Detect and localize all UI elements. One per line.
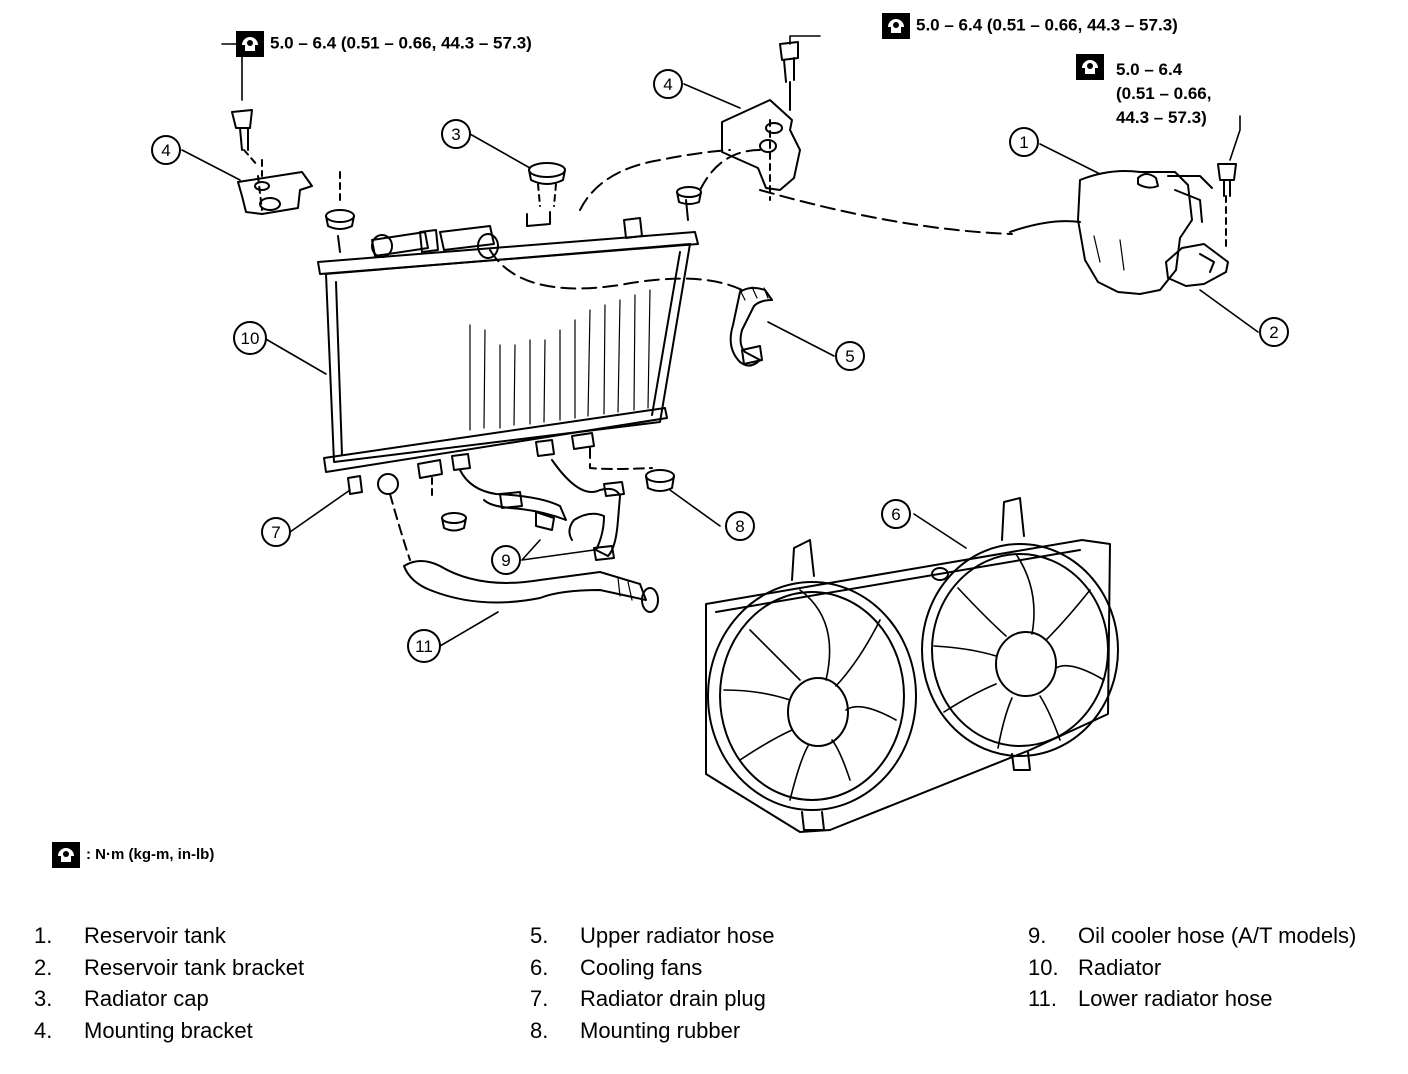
legend-label: Oil cooler hose (A/T models) bbox=[1078, 923, 1357, 948]
callout-3: 3 bbox=[441, 119, 471, 149]
legend-item: 2. Reservoir tank bracket bbox=[34, 952, 304, 984]
legend-num: 1. bbox=[34, 923, 53, 948]
legend-label: Radiator bbox=[1078, 954, 1162, 980]
torque-wrench-icon bbox=[1076, 54, 1104, 80]
torque-spec-reservoir: 5.0 – 6.4 (0.51 – 0.66, 44.3 – 57.3) bbox=[1116, 58, 1211, 130]
legend-label: Cooling fans bbox=[580, 954, 703, 980]
torque-line-2: (0.51 – 0.66, bbox=[1116, 84, 1212, 103]
legend-column-2: 5. Upper radiator hose 6. Cooling fans 7. R… bbox=[530, 920, 774, 1046]
torque-wrench-icon bbox=[882, 13, 910, 39]
callout-8: 8 bbox=[725, 511, 755, 541]
callout-4-left: 4 bbox=[151, 135, 181, 165]
legend-item: 7. Radiator drain plug bbox=[530, 983, 774, 1015]
svg-text:11: 11 bbox=[415, 637, 433, 656]
lower-radiator-hose bbox=[389, 493, 659, 613]
svg-text:10: 10 bbox=[241, 329, 260, 348]
legend-num: 10. bbox=[1028, 954, 1059, 980]
svg-text:9: 9 bbox=[501, 551, 510, 570]
callout-2: 2 bbox=[1259, 317, 1289, 347]
legend-item: 4. Mounting bracket bbox=[34, 1015, 304, 1047]
callout-9: 9 bbox=[491, 545, 521, 575]
legend-item: 6. Cooling fans bbox=[530, 952, 774, 984]
legend-column-3: 9. Oil cooler hose (A/T models) 10. Radiat… bbox=[1028, 920, 1356, 1015]
callout-7: 7 bbox=[261, 517, 291, 547]
torque-wrench-icon bbox=[236, 31, 264, 57]
legend-label: Radiator cap bbox=[84, 986, 209, 1011]
svg-text:3: 3 bbox=[451, 125, 460, 144]
right-mounting-bracket bbox=[579, 41, 801, 211]
legend-item: 8. Mounting rubber bbox=[530, 1015, 774, 1047]
legend-label: Reservoir tank bracket bbox=[84, 954, 305, 980]
legend-label: Lower radiator hose bbox=[1078, 986, 1273, 1011]
radiator-cap bbox=[528, 162, 566, 207]
legend-label: Reservoir tank bbox=[84, 923, 226, 948]
svg-text:4: 4 bbox=[663, 75, 672, 94]
legend-label: Radiator drain plug bbox=[580, 986, 766, 1011]
svg-text:6: 6 bbox=[891, 505, 900, 524]
torque-line-3: 44.3 – 57.3) bbox=[1116, 108, 1207, 127]
torque-wrench-icon bbox=[52, 842, 80, 868]
units-key: : N·m (kg-m, in-lb) bbox=[52, 842, 214, 868]
torque-spec-reservoir-icon bbox=[1076, 54, 1110, 80]
legend-item: 5. Upper radiator hose bbox=[530, 920, 774, 952]
legend-num: 11. bbox=[1028, 986, 1057, 1011]
svg-text:1: 1 bbox=[1019, 133, 1028, 152]
radiator-body bbox=[317, 199, 699, 495]
reservoir-tank bbox=[759, 170, 1213, 295]
torque-spec-left-bracket: 5.0 – 6.4 (0.51 – 0.66, 44.3 – 57.3) bbox=[236, 31, 532, 57]
legend-label: Mounting bracket bbox=[84, 1017, 253, 1043]
svg-text:7: 7 bbox=[271, 523, 280, 542]
legend-num: 6. bbox=[530, 954, 549, 980]
legend-num: 3. bbox=[34, 986, 53, 1011]
callout-4-right: 4 bbox=[653, 69, 683, 99]
upper-radiator-hose bbox=[489, 249, 773, 367]
torque-spec-right-bracket: 5.0 – 6.4 (0.51 – 0.66, 44.3 – 57.3) bbox=[882, 13, 1178, 39]
mounting-rubbers bbox=[325, 186, 702, 532]
legend-item: 9. Oil cooler hose (A/T models) bbox=[1028, 920, 1356, 952]
legend-label: Mounting rubber bbox=[580, 1017, 741, 1043]
reservoir-tank-bracket bbox=[1165, 163, 1237, 287]
torque-line-1: 5.0 – 6.4 bbox=[1116, 60, 1183, 79]
torque-value-right: 5.0 – 6.4 (0.51 – 0.66, 44.3 – 57.3) bbox=[916, 15, 1178, 35]
callout-leaders bbox=[181, 35, 1259, 647]
legend-item: 10. Radiator bbox=[1028, 952, 1356, 984]
svg-text:8: 8 bbox=[735, 517, 744, 536]
units-key-text: : N·m (kg-m, in-lb) bbox=[86, 845, 215, 863]
oil-cooler-hoses bbox=[431, 447, 653, 561]
callouts: 1 2 3 4 4 5 6 7 8 9 10 11 bbox=[151, 69, 1289, 663]
svg-text:2: 2 bbox=[1269, 323, 1278, 342]
legend-num: 8. bbox=[530, 1017, 549, 1043]
callout-10: 10 bbox=[233, 321, 267, 355]
cooling-fan-right bbox=[921, 543, 1119, 757]
cooling-fan-left bbox=[707, 581, 917, 811]
callout-11: 11 bbox=[407, 629, 441, 663]
svg-text:4: 4 bbox=[161, 141, 170, 160]
callout-5: 5 bbox=[835, 341, 865, 371]
legend-num: 2. bbox=[34, 954, 53, 980]
legend-num: 4. bbox=[34, 1017, 53, 1043]
callout-6: 6 bbox=[881, 499, 911, 529]
torque-value-left: 5.0 – 6.4 (0.51 – 0.66, 44.3 – 57.3) bbox=[270, 33, 532, 53]
callout-1: 1 bbox=[1009, 127, 1039, 157]
legend-num: 5. bbox=[530, 923, 549, 948]
legend-num: 7. bbox=[530, 986, 549, 1011]
svg-text:5: 5 bbox=[845, 347, 854, 366]
legend-item: 11. Lower radiator hose bbox=[1028, 983, 1356, 1015]
legend-item: 1. Reservoir tank bbox=[34, 920, 304, 952]
legend-label: Upper radiator hose bbox=[580, 923, 775, 948]
legend-num: 9. bbox=[1028, 923, 1047, 948]
legend-item: 3. Radiator cap bbox=[34, 983, 304, 1015]
legend-column-1: 1. Reservoir tank 2. Reservoir tank bracke… bbox=[34, 920, 304, 1046]
left-mounting-bracket bbox=[231, 109, 341, 215]
